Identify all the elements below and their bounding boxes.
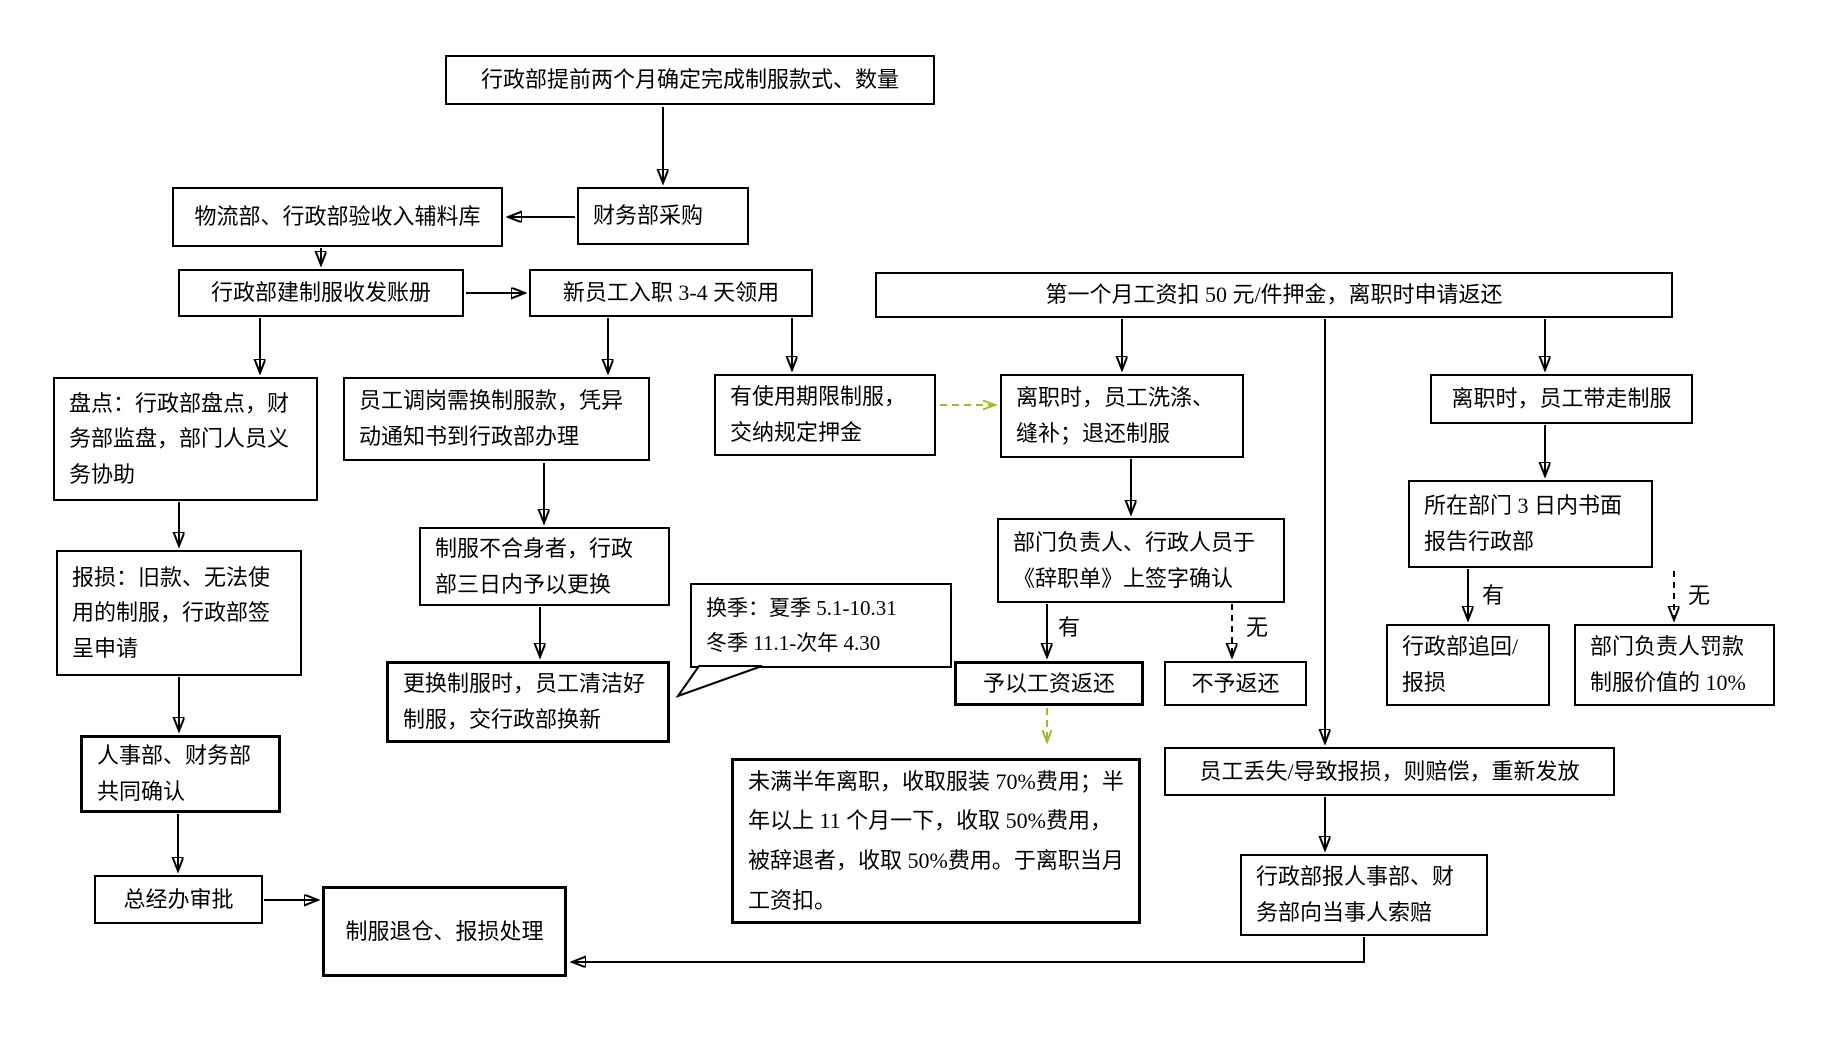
node-deposit-rule: 第一个月工资扣 50 元/件押金，离职时申请返还 xyxy=(875,272,1673,318)
node-finance-purchase: 财务部采购 xyxy=(577,187,749,245)
node-limited-term-uniform: 有使用期限制服，交纳规定押金 xyxy=(714,374,936,456)
node-season-change-callout: 换季：夏季 5.1-10.31 冬季 11.1-次年 4.30 xyxy=(690,583,952,668)
node-claim-from-employee: 行政部报人事部、财务部向当事人索赔 xyxy=(1240,854,1488,936)
node-uniform-return-storage: 制服退仓、报损处理 xyxy=(322,886,567,977)
node-resign-wash-return: 离职时，员工洗涤、缝补；退还制服 xyxy=(1000,374,1244,458)
node-transfer-change-uniform: 员工调岗需换制服款，凭异动通知书到行政部办理 xyxy=(343,377,650,461)
node-unfit-replace-3days: 制服不合身者，行政部三日内予以更换 xyxy=(419,527,670,606)
node-hr-finance-confirm: 人事部、财务部共同确认 xyxy=(80,735,281,813)
node-determine-style-quantity: 行政部提前两个月确定完成制服款式、数量 xyxy=(445,55,935,105)
node-damage-report-request: 报损：旧款、无法使用的制服，行政部签呈申请 xyxy=(56,550,302,676)
node-admin-recover-damage: 行政部追回/报损 xyxy=(1386,624,1550,706)
branch-label-signed-yes: 有 xyxy=(1058,615,1081,640)
node-uniform-ledger: 行政部建制服收发账册 xyxy=(178,269,464,317)
node-resignation-sign-confirm: 部门负责人、行政人员于《辞职单》上签字确认 xyxy=(997,518,1285,603)
node-clean-before-exchange: 更换制服时，员工清洁好制服，交行政部换新 xyxy=(386,661,670,743)
branch-label-reported-yes: 有 xyxy=(1482,583,1505,608)
callout-tail-pointer xyxy=(675,665,763,698)
node-new-staff-issue: 新员工入职 3-4 天领用 xyxy=(529,269,813,317)
node-receive-into-warehouse: 物流部、行政部验收入辅料库 xyxy=(172,187,503,247)
arrow-claim-to-returnstore xyxy=(573,937,1365,962)
node-dept-written-report: 所在部门 3 日内书面报告行政部 xyxy=(1408,480,1653,568)
node-refund-with-salary: 予以工资返还 xyxy=(954,661,1144,706)
node-no-refund: 不予返还 xyxy=(1164,661,1307,706)
branch-label-signed-no: 无 xyxy=(1246,615,1269,640)
node-resign-take-uniform: 离职时，员工带走制服 xyxy=(1430,374,1693,424)
node-resign-fee-rule: 未满半年离职，收取服装 70%费用；半年以上 11 个月一下，收取 50%费用，… xyxy=(731,758,1141,924)
node-lost-compensate-reissue: 员工丢失/导致报损，则赔偿，重新发放 xyxy=(1164,747,1615,796)
node-inventory-check: 盘点：行政部盘点，财务部监盘，部门人员义务协助 xyxy=(53,377,318,501)
branch-label-reported-no: 无 xyxy=(1688,583,1711,608)
node-gm-office-approve: 总经办审批 xyxy=(94,875,263,924)
node-manager-fine-10pct: 部门负责人罚款制服价值的 10% xyxy=(1574,624,1775,706)
